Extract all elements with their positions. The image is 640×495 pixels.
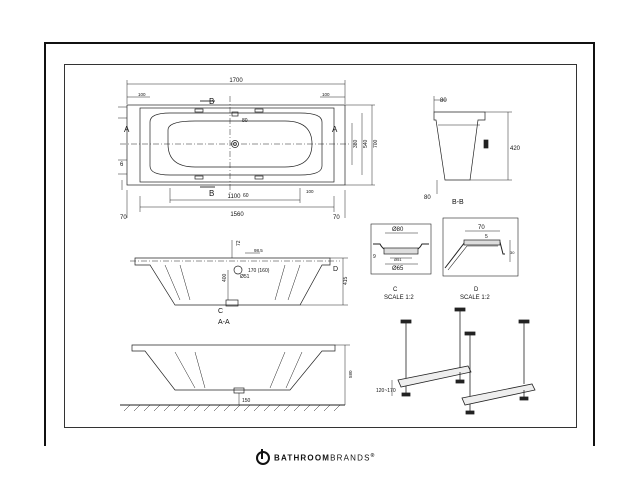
dim-half-width: 380 xyxy=(353,139,359,148)
brand-bold: BATHROOM xyxy=(274,453,331,463)
detail-c-caption: C xyxy=(393,287,398,293)
brand-light: BRANDS xyxy=(330,453,371,463)
dimension-labels: 1700 1560 1100 70 70 100 100 80 700 540 … xyxy=(120,78,521,404)
adjustable-legs xyxy=(391,307,536,415)
detail-c-scale: SCALE 1:2 xyxy=(384,295,414,301)
dim-inner-width: 540 xyxy=(363,139,369,148)
brand-footer: BATHROOMBRANDS® xyxy=(0,446,640,470)
a-a-marker-c: C xyxy=(218,308,223,315)
section-marker-b-top: B xyxy=(209,97,214,106)
a-a-profile xyxy=(134,257,331,306)
install-overall-height: 580 xyxy=(348,370,353,378)
a-a-small: 98.5 xyxy=(254,248,263,253)
dim-corner-right: 100 xyxy=(322,92,330,97)
top-view-basin xyxy=(149,112,323,176)
side-view-b-b xyxy=(433,96,512,194)
top-view-outer-rim xyxy=(126,104,346,186)
a-a-depth: 400 xyxy=(222,273,228,282)
install-tub-profile xyxy=(131,344,336,391)
dim-60: 60 xyxy=(243,193,249,199)
b-b-caption: B-B xyxy=(452,199,464,206)
dim-overall-length: 1700 xyxy=(229,78,243,84)
leg-frame-left xyxy=(397,307,472,397)
detail-c-bottom: Ø65 xyxy=(392,266,404,272)
top-view xyxy=(118,80,375,218)
detail-d-thickness: 5 xyxy=(485,234,488,240)
detail-d-width: 70 xyxy=(478,225,485,231)
dim-overall-width: 700 xyxy=(373,139,379,148)
detail-c-mid: Ø51 xyxy=(394,257,402,262)
dim-inner-length: 1560 xyxy=(230,212,244,218)
detail-d-caption: D xyxy=(474,287,479,293)
dim-small: 6 xyxy=(120,162,124,168)
detail-c xyxy=(370,223,432,275)
install-view xyxy=(120,344,350,412)
detail-c-top: Ø80 xyxy=(392,227,404,233)
section-marker-a-left: A xyxy=(124,125,130,134)
dim-bottom: 100 xyxy=(306,189,314,194)
dim-drain-distance: 1100 xyxy=(228,194,242,200)
section-marker-b-bottom: B xyxy=(209,189,214,198)
a-a-marker-d: D xyxy=(333,266,338,273)
dim-edge-left: 70 xyxy=(120,215,127,221)
a-a-drain-dia: Ø51 xyxy=(240,274,250,280)
a-a-caption: A-A xyxy=(218,319,230,326)
b-b-height: 420 xyxy=(510,146,521,152)
b-b-foot: 80 xyxy=(424,195,431,201)
dim-corner-left: 100 xyxy=(138,92,146,97)
a-a-rim: 72 xyxy=(236,240,242,246)
a-a-drain-height: 170 (160) xyxy=(248,268,270,274)
section-a-a xyxy=(130,240,348,307)
b-b-profile xyxy=(433,111,486,181)
a-a-rim-height: 415 xyxy=(343,276,349,285)
drawing-border-inner xyxy=(64,64,577,428)
section-marker-a-right: A xyxy=(332,125,338,134)
brand-logo-icon xyxy=(256,449,270,465)
brand-mark: ® xyxy=(370,453,376,460)
install-floor-dim: 150 xyxy=(242,398,251,404)
dim-edge-right: 70 xyxy=(333,215,340,221)
brand-name: BATHROOMBRANDS® xyxy=(274,453,376,463)
detail-c-side: 9 xyxy=(373,254,376,260)
b-b-rim-top: 80 xyxy=(440,98,447,104)
leg-frame-right xyxy=(461,319,536,415)
detail-d xyxy=(442,217,519,277)
detail-d-side: 30 xyxy=(510,250,515,255)
dim-rim: 80 xyxy=(242,118,248,124)
legs-adjust-range: 120~170 xyxy=(376,388,396,394)
detail-d-scale: SCALE 1:2 xyxy=(460,295,490,301)
